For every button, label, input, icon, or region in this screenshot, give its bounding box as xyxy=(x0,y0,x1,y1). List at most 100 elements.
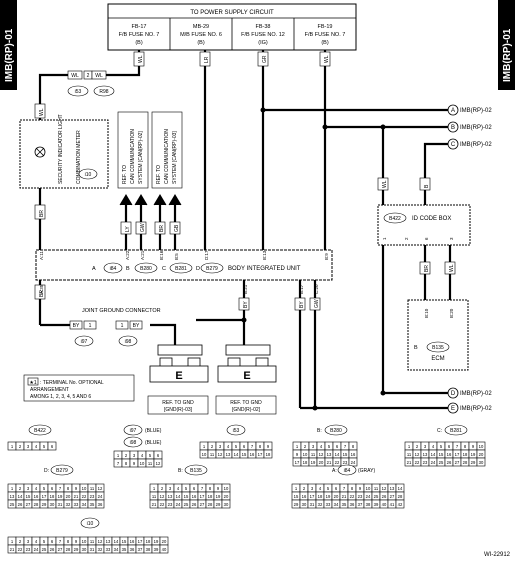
connector-pin-number: 11 xyxy=(90,539,95,544)
connector-pin-number: 16 xyxy=(130,539,135,544)
connector-pin-number: 30 xyxy=(302,502,307,507)
connector-pin-number: 37 xyxy=(138,547,143,552)
connector-pin-number: 3 xyxy=(27,444,30,449)
connector-pin-number: 27 xyxy=(390,494,395,499)
connector-pin-number: 20 xyxy=(162,539,167,544)
connector-pin-number: 7 xyxy=(117,461,120,466)
connector-pin-number: 10 xyxy=(140,461,145,466)
connector-pin-number: 32 xyxy=(318,502,323,507)
svg-text:BR: BR xyxy=(424,265,430,272)
connector-pin-number: 9 xyxy=(75,486,78,491)
connector-pin-cell xyxy=(153,458,163,468)
connector-pin-number: 6 xyxy=(51,539,54,544)
connector-pin-number: 34 xyxy=(334,502,339,507)
connector-pin-number: 15 xyxy=(343,452,348,457)
connector-pin-number: 15 xyxy=(242,452,247,457)
connector-pin-number: 16 xyxy=(34,494,39,499)
connector-pin-number: 22 xyxy=(335,460,340,465)
connector-pin-number: 39 xyxy=(374,502,379,507)
connector-pin-number: 17 xyxy=(295,460,300,465)
joint-ground-connector: JOINT GROUND CONNECTOR BY 1 1 BY i97 i98 xyxy=(69,308,161,347)
connector-pin-number: 20 xyxy=(66,494,71,499)
svg-text:(B): (B) xyxy=(321,40,329,46)
connector-pin-number: 11 xyxy=(148,461,153,466)
ground-e-left: E REF. TO GND [GND(R)-03] xyxy=(147,344,209,415)
connector-pin-number: 1 xyxy=(153,486,156,491)
terminal-note: ★1 : TERMINAL No. OPTIONAL ARRANGEMENT A… xyxy=(23,374,135,402)
connector-pin-number: 15 xyxy=(184,494,189,499)
connector-pin-number: 23 xyxy=(343,460,348,465)
connector-pin-number: 34 xyxy=(82,502,87,507)
connector-pin-number: 36 xyxy=(350,502,355,507)
svg-text:AMONG 1, 2, 3, 4, 5 AND 6: AMONG 1, 2, 3, 4, 5 AND 6 xyxy=(30,394,91,400)
figure-id: WI-22912 xyxy=(484,552,511,558)
svg-text:ID CODE BOX: ID CODE BOX xyxy=(412,216,451,222)
connector-pin-number: 7 xyxy=(201,486,204,491)
connector-pin-number: 6 xyxy=(51,486,54,491)
connector-pin-number: 5 xyxy=(43,539,46,544)
connector-pin-number: 3 xyxy=(27,486,30,491)
connector-pin-number: 10 xyxy=(303,452,308,457)
connector-pin-number: 2 xyxy=(19,539,22,544)
svg-text:2: 2 xyxy=(404,237,409,240)
svg-text:D: D xyxy=(451,391,456,397)
connector-pin-number: 9 xyxy=(472,444,475,449)
connector-pin-number: 20 xyxy=(319,460,324,465)
connector-pin-cell xyxy=(395,499,405,509)
connector-pin-number: 9 xyxy=(267,444,270,449)
connector-pin-number: 16 xyxy=(447,452,452,457)
svg-text:BY: BY xyxy=(133,323,140,329)
connector-pin-number: 28 xyxy=(463,460,468,465)
svg-text:A:35: A:35 xyxy=(39,284,44,294)
connector-pin-number: 8 xyxy=(351,486,354,491)
connector-pin-number: 8 xyxy=(209,486,212,491)
connector-pin-number: 29 xyxy=(74,547,79,552)
bcu-connector-labels: A i84 B B280 C B281 D B279 xyxy=(92,262,224,274)
svg-text:D:17: D:17 xyxy=(204,250,209,260)
svg-text:MB-29: MB-29 xyxy=(193,24,209,30)
svg-text:F/B FUSE NO. 7: F/B FUSE NO. 7 xyxy=(305,32,346,38)
body-integrated-unit: A i84 B B280 C B281 D B279 BODY INTEGRAT… xyxy=(35,249,333,311)
connector-pin-number: 27 xyxy=(455,460,460,465)
connector-pin-number: 21 xyxy=(407,460,412,465)
svg-text:R98: R98 xyxy=(99,89,108,95)
svg-text:GW: GW xyxy=(140,223,146,232)
connector-pin-number: 23 xyxy=(168,502,173,507)
connector-pin-number: 21 xyxy=(327,460,332,465)
connector-pin-number: 35 xyxy=(342,502,347,507)
connector-pin-number: 12 xyxy=(218,452,223,457)
connector-pin-number: 12 xyxy=(98,486,103,491)
connector-pin-number: 15 xyxy=(122,539,127,544)
ground-e-right: E REF. TO GND [GND(R)-02] xyxy=(215,344,277,415)
connector-pin-number: 4 xyxy=(177,486,180,491)
svg-text:IMB(RP)-02: IMB(RP)-02 xyxy=(460,125,492,131)
svg-text:B: B xyxy=(126,266,130,272)
connector-pin-number: 35 xyxy=(90,502,95,507)
connector-pin-number: 2 xyxy=(19,444,22,449)
connector-pin-number: 3 xyxy=(424,444,427,449)
connector-pin-cell xyxy=(95,499,105,509)
connector-pin-number: 4 xyxy=(35,539,38,544)
connector-pin-number: 5 xyxy=(440,444,443,449)
svg-text:FB-19: FB-19 xyxy=(318,24,333,30)
connector-pin-number: 22 xyxy=(415,460,420,465)
connector-pin-number: 21 xyxy=(10,547,15,552)
connector-pin-number: 14 xyxy=(335,452,340,457)
svg-text:: TERMINAL No. OPTIONAL: : TERMINAL No. OPTIONAL xyxy=(40,380,104,386)
connector-pin-number: 5 xyxy=(185,486,188,491)
connector-pin-number: 7 xyxy=(344,444,347,449)
svg-text:B:: B: xyxy=(317,428,322,434)
offpage-c: C IMB(RP)-02 xyxy=(447,138,492,150)
connector-pin-cell xyxy=(159,544,169,554)
svg-text:B:13: B:13 xyxy=(262,250,267,260)
svg-text:★1: ★1 xyxy=(29,380,36,386)
fuse-fb17: FB-17 F/B FUSE NO. 7 (B) xyxy=(119,24,160,46)
connector-pin-number: 16 xyxy=(192,494,197,499)
connector-pin-number: 40 xyxy=(162,547,167,552)
svg-text:B422: B422 xyxy=(34,428,46,434)
connector-pin-number: 5 xyxy=(43,486,46,491)
svg-text:WL: WL xyxy=(449,264,455,272)
